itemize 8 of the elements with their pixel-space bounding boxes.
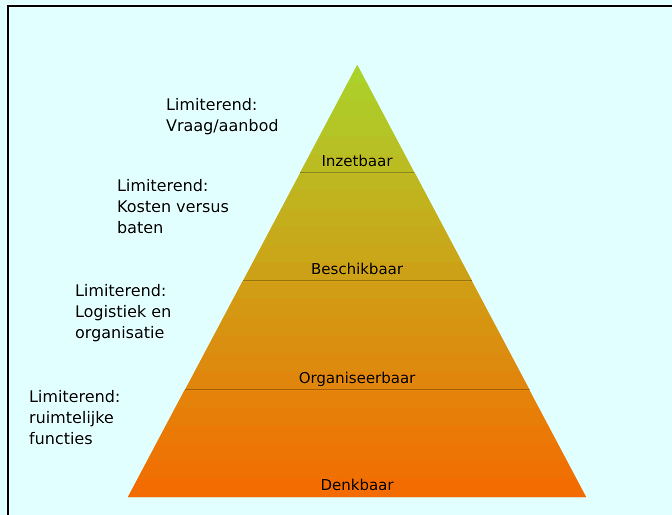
limit-note: Limiterend: Vraag/aanbod: [166, 94, 280, 136]
limit-note: Limiterend: Kosten versus baten: [117, 175, 230, 238]
band-label: Beschikbaar: [310, 260, 404, 278]
band-label: Inzetbaar: [320, 152, 394, 170]
limit-note: Limiterend: Logistiek en organisatie: [75, 280, 172, 343]
band-label: Organiseerbaar: [298, 369, 416, 387]
limit-note: Limiterend: ruimtelijke functies: [29, 386, 122, 449]
band-label: Denkbaar: [319, 476, 395, 494]
